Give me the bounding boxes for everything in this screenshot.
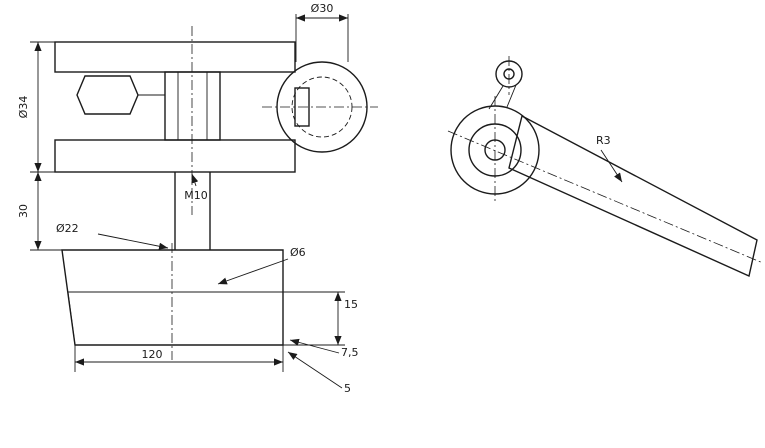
dim-radius-label: R3 <box>596 134 611 147</box>
dim-chamfer-2-label: 5 <box>344 382 351 395</box>
dim-base-height-label: 15 <box>344 298 358 311</box>
dim-radius: R3 <box>596 134 623 183</box>
base-block <box>61 249 284 346</box>
dim-left-upper-label: Ø34 <box>17 96 30 119</box>
dim-base-width: 120 <box>74 345 284 372</box>
dim-neck-label: Ø22 <box>56 222 79 235</box>
hex-nut-section <box>76 75 139 115</box>
lever-view: R3 <box>447 56 764 277</box>
lever-axis-centerline <box>447 130 764 264</box>
dim-thread-label: M10 <box>184 189 208 202</box>
dim-chamfer-1: 7,5 <box>289 338 359 359</box>
base-knurled-section <box>67 291 284 346</box>
top-flange-section <box>54 41 296 73</box>
dim-base-width-label: 120 <box>142 348 163 361</box>
dim-chamfer-2: 5 <box>287 351 351 395</box>
section-view <box>54 26 378 360</box>
dim-left-lower-label: 30 <box>17 204 30 218</box>
lever-shaft <box>508 114 758 277</box>
dim-base-height: 15 <box>283 291 358 346</box>
knob-link-line <box>488 85 504 110</box>
dim-hole-label: Ø6 <box>290 246 306 259</box>
stem-body <box>164 71 221 141</box>
bottom-flange-section <box>54 139 296 173</box>
dim-top: Ø30 <box>295 2 349 62</box>
knob-link-line <box>506 84 517 108</box>
dim-top-label: Ø30 <box>311 2 334 15</box>
dim-thread: M10 <box>184 173 208 202</box>
dimensions: Ø34 Ø30 M10 30 Ø22 Ø6 <box>17 2 359 395</box>
dim-hole: Ø6 <box>217 246 306 285</box>
dim-left-lower: 30 <box>17 172 62 251</box>
dim-neck: Ø22 <box>56 222 169 250</box>
dim-chamfer-1-label: 7,5 <box>341 346 359 359</box>
dim-left-upper: Ø34 <box>17 41 55 173</box>
